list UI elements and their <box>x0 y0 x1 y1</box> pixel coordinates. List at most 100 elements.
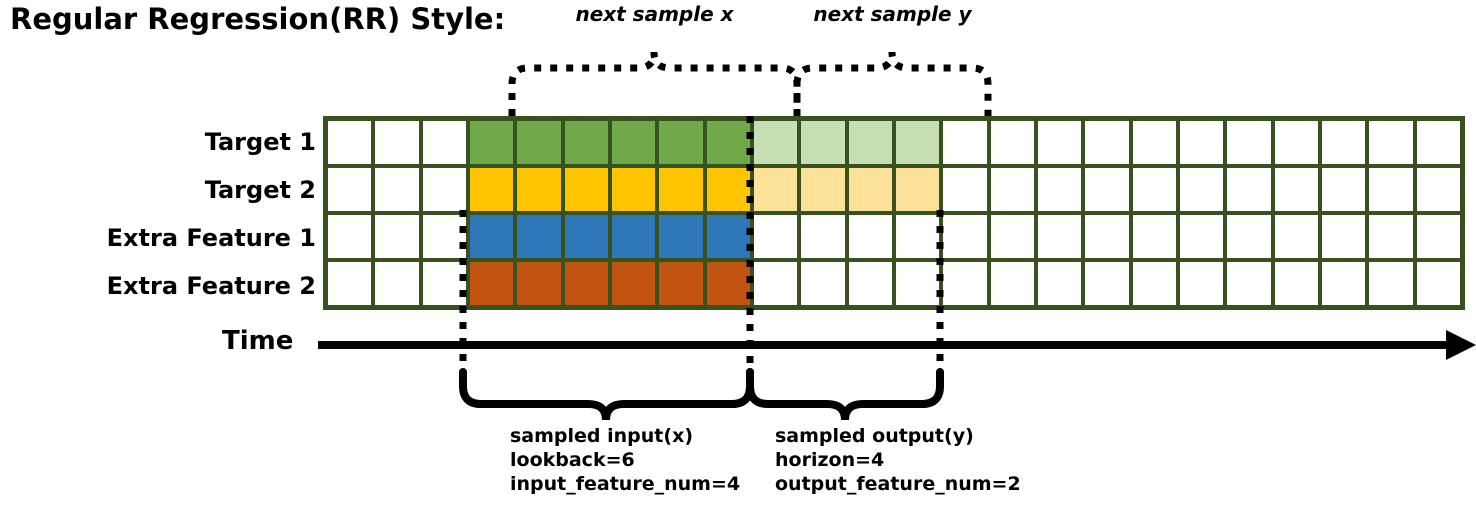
grid-cell <box>801 168 845 211</box>
grid-cell <box>469 121 514 164</box>
grid-cell <box>328 262 372 305</box>
grid-cell <box>517 262 561 305</box>
grid-cell <box>990 262 1034 305</box>
annotation-line: lookback=6 <box>510 449 635 471</box>
grid-cell <box>1321 168 1366 211</box>
grid-cell <box>1132 215 1176 258</box>
grid-cell <box>1321 121 1366 164</box>
grid-cell <box>1037 168 1082 211</box>
bottom-annotation-input: sampled input(x) lookback=6 input_featur… <box>510 424 740 496</box>
grid-cell <box>659 215 703 258</box>
grid-cell <box>943 121 987 164</box>
grid-cell <box>801 121 845 164</box>
annotation-line: sampled input(x) <box>510 425 694 447</box>
bottom-brace-sampled-output <box>746 368 944 421</box>
grid-cell <box>422 121 466 164</box>
grid-cell <box>895 121 940 164</box>
grid-cell <box>469 262 514 305</box>
grid-cell <box>1416 262 1460 305</box>
grid-cell <box>328 215 372 258</box>
row-label-target-2: Target 2 <box>204 176 316 204</box>
top-annotation-next-sample-y: next sample y <box>813 2 972 26</box>
grid-cell <box>1369 215 1413 258</box>
grid-cell <box>1037 262 1082 305</box>
grid-cell <box>422 168 466 211</box>
grid-cell <box>943 215 987 258</box>
grid-cell <box>469 215 514 258</box>
top-annotation-next-sample-x: next sample x <box>575 2 734 26</box>
annotation-line: horizon=4 <box>775 449 885 471</box>
grid-cell <box>1369 168 1413 211</box>
grid-cell <box>1274 121 1318 164</box>
grid-cell <box>895 262 940 305</box>
grid-cell <box>1321 215 1366 258</box>
grid-cell <box>1274 262 1318 305</box>
grid-cell <box>1085 262 1129 305</box>
grid-cell <box>328 168 372 211</box>
annotation-line: input_feature_num=4 <box>510 473 741 495</box>
grid-cell <box>1179 215 1224 258</box>
grid-cell <box>1132 121 1176 164</box>
time-axis-label: Time <box>222 326 294 356</box>
grid-cell <box>1416 215 1460 258</box>
annotation-line: sampled output(y) <box>775 425 974 447</box>
bottom-annotation-output: sampled output(y) horizon=4 output_featu… <box>775 424 1021 496</box>
grid-cell <box>1369 262 1413 305</box>
grid-cell <box>848 168 892 211</box>
grid-cell <box>469 168 514 211</box>
grid-cell <box>611 121 656 164</box>
grid-cell <box>611 168 656 211</box>
grid-cell <box>564 168 608 211</box>
row-label-target-1: Target 1 <box>204 128 316 156</box>
grid-cell <box>848 121 892 164</box>
time-axis-arrow <box>318 330 1476 360</box>
grid-cell <box>1085 121 1129 164</box>
grid-cell <box>801 262 845 305</box>
grid-cell <box>564 121 608 164</box>
row-label-extra-feature-1: Extra Feature 1 <box>106 224 316 252</box>
grid-cell <box>328 121 372 164</box>
annotation-line: output_feature_num=2 <box>775 473 1021 495</box>
grid-cell <box>990 215 1034 258</box>
grid-cell <box>943 168 987 211</box>
grid-cell <box>1085 168 1129 211</box>
grid-cell <box>1321 262 1366 305</box>
grid-cell <box>706 215 750 258</box>
grid-cell <box>1227 262 1271 305</box>
grid-cell <box>375 168 419 211</box>
grid-cell <box>990 121 1034 164</box>
grid-cell <box>375 215 419 258</box>
grid-cell <box>990 168 1034 211</box>
grid-cell <box>1132 262 1176 305</box>
grid-cell <box>1037 121 1082 164</box>
grid-cell <box>1416 168 1460 211</box>
grid-cell <box>564 215 608 258</box>
grid-cell <box>1274 215 1318 258</box>
grid-cell <box>1037 215 1082 258</box>
grid-cell <box>706 168 750 211</box>
grid-cell <box>753 168 798 211</box>
grid-cell <box>517 215 561 258</box>
grid-cell <box>422 262 466 305</box>
grid-cell <box>1179 262 1224 305</box>
grid-cell <box>659 121 703 164</box>
grid-cell <box>848 215 892 258</box>
grid-cell <box>801 215 845 258</box>
grid-cell <box>517 121 561 164</box>
grid-cell <box>659 262 703 305</box>
grid-cell <box>659 168 703 211</box>
grid-cell <box>611 215 656 258</box>
grid-cell <box>564 262 608 305</box>
grid-cell <box>1227 121 1271 164</box>
row-label-extra-feature-2: Extra Feature 2 <box>106 272 316 300</box>
grid-cell <box>753 262 798 305</box>
grid-cell <box>1227 215 1271 258</box>
bottom-brace-sampled-input <box>459 368 754 421</box>
grid-cell <box>1132 168 1176 211</box>
grid-cell <box>1179 168 1224 211</box>
grid-cell <box>422 215 466 258</box>
grid-cell <box>517 168 561 211</box>
grid-cell <box>611 262 656 305</box>
grid-cell <box>1227 168 1271 211</box>
